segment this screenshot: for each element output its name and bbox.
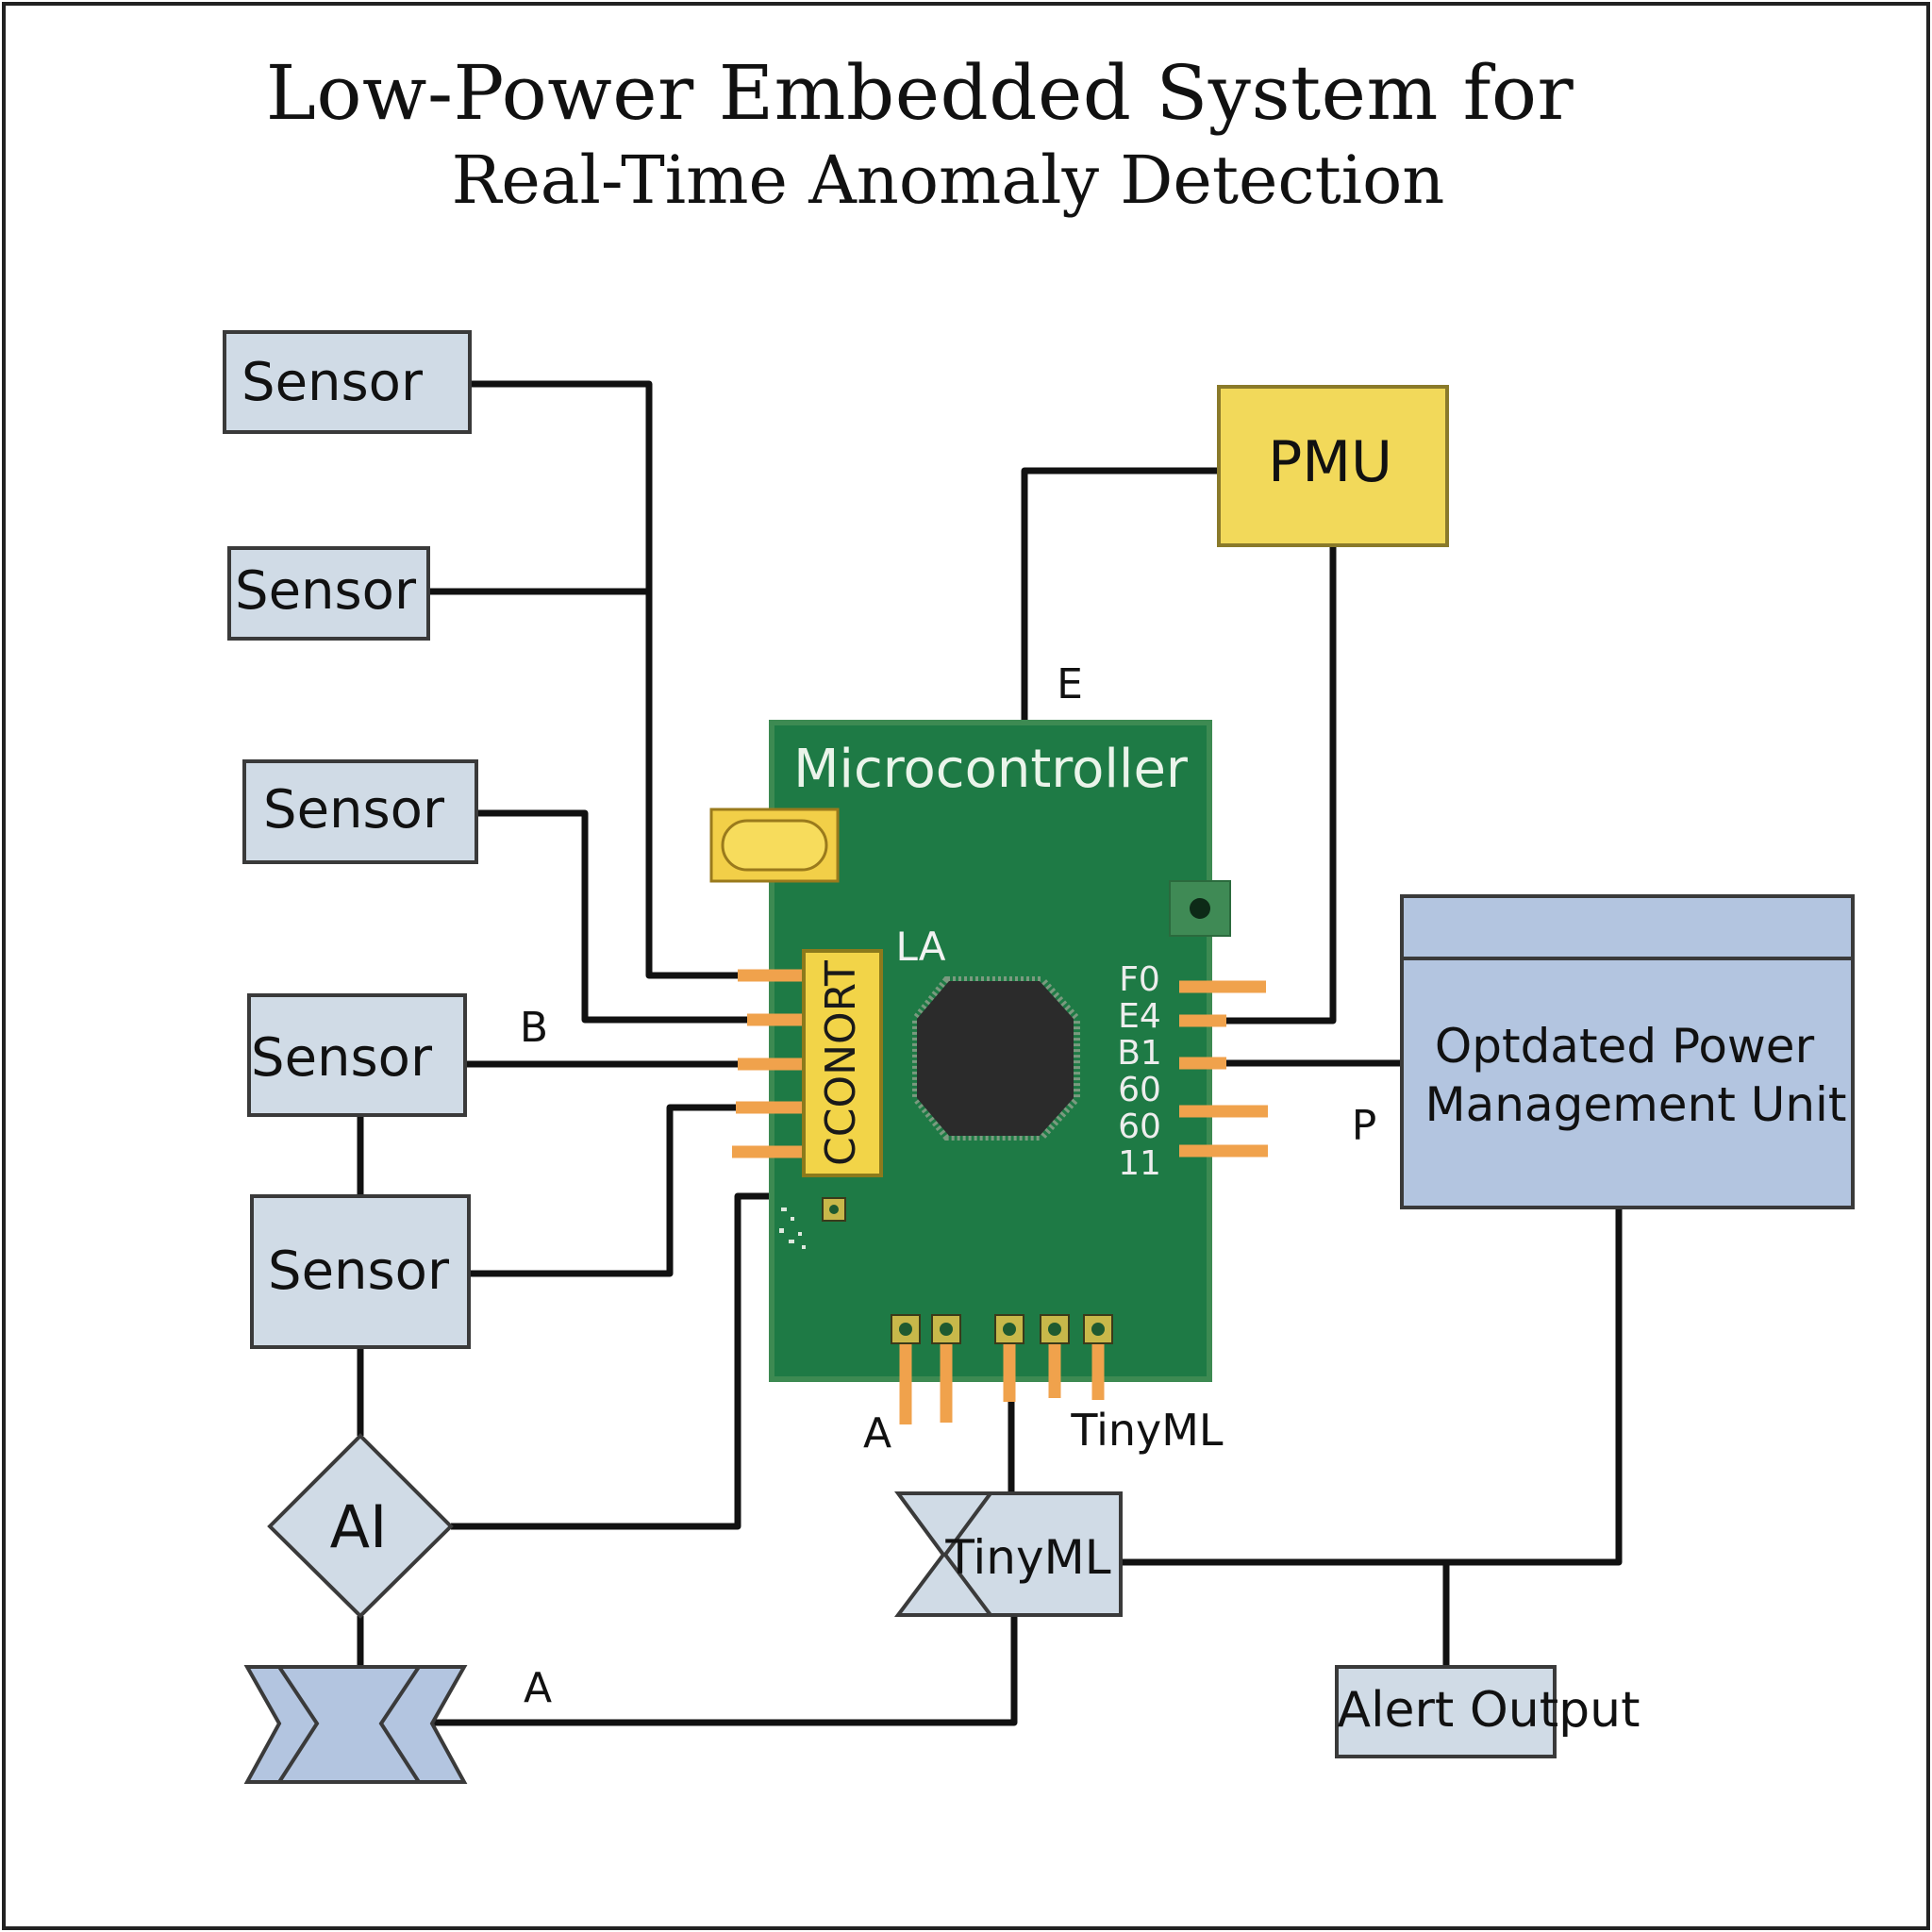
wire-label-a-lower: A [524, 1664, 552, 1712]
small-pad-icon [822, 1197, 846, 1222]
sensor-3: Sensor [242, 759, 478, 864]
left-pins [732, 969, 802, 1158]
sensor-3-label: Sensor [263, 779, 445, 841]
microcontroller-label: Microcontroller [793, 739, 1189, 800]
alert-output-box: Alert Output [1335, 1665, 1641, 1758]
power-unit-label-1: Optdated Power [1435, 1019, 1815, 1074]
wire-label-tinyml-pins: TinyML [1070, 1405, 1224, 1456]
sensor-5: Sensor [250, 1194, 471, 1349]
wire-label-a-pins: A [863, 1409, 891, 1457]
bottom-pins [891, 1314, 1113, 1424]
pin-label: 60 [1118, 1108, 1161, 1146]
smd-dots [779, 1208, 806, 1249]
wire-label-b: B [520, 1004, 548, 1052]
wire-label-e: E [1057, 660, 1083, 708]
microcontroller-board: Microcontroller CCONORT LA [709, 720, 1268, 1424]
pin-label: E4 [1118, 997, 1161, 1036]
alert-output-label: Alert Output [1338, 1682, 1641, 1739]
crystal-icon [709, 808, 840, 883]
cpu-chip-icon [912, 976, 1080, 1141]
diagram-title-line-2: Real-Time Anomaly Detection [451, 142, 1445, 219]
wire-hourglass [432, 1615, 1018, 1726]
wire-label-p: P [1352, 1102, 1377, 1150]
pin-label: F0 [1119, 960, 1160, 999]
right-pins [1179, 980, 1268, 1158]
sensor-4: Sensor [247, 993, 467, 1117]
pmu-label: PMU [1268, 429, 1392, 495]
wire-ai [451, 1192, 769, 1530]
sensor-1: Sensor [223, 330, 472, 434]
ai-decision: AI [267, 1433, 454, 1619]
wire-sensor3 [477, 809, 755, 1024]
sensor-2: Sensor [227, 546, 430, 641]
diagram-title-line-1: Low-Power Embedded System for [265, 49, 1574, 137]
wire-pmu-e [1021, 467, 1219, 723]
tinyml-block-label: TinyML [944, 1530, 1110, 1585]
sensor-5-label: Sensor [268, 1241, 450, 1302]
bowtie-icon [243, 1665, 468, 1784]
connector-block: CCONORT [802, 949, 883, 1177]
wire-sensor5 [470, 1104, 747, 1277]
wire-pmu-pin [1226, 547, 1337, 1024]
tinyml-block: TinyML [894, 1491, 1123, 1617]
wires [357, 380, 1623, 1726]
sensor-4-label: Sensor [251, 1027, 433, 1089]
pin-label: 11 [1118, 1144, 1161, 1183]
led-icon [1169, 880, 1231, 937]
sensor-1-label: Sensor [242, 352, 424, 413]
wire-sensor1 [470, 380, 745, 979]
pin-label-list: F0 E4 B1 60 60 11 [1117, 960, 1162, 1183]
pin-label: B1 [1117, 1034, 1162, 1073]
power-management-unit: Optdated Power Management Unit [1400, 894, 1855, 1209]
wire-tinyml-out [1121, 1208, 1623, 1566]
la-label: LA [895, 924, 945, 970]
pmu-box: PMU [1217, 385, 1449, 547]
power-unit-label-2: Management Unit [1424, 1077, 1846, 1132]
connector-label: CCONORT [817, 960, 865, 1166]
pin-label: 60 [1118, 1071, 1161, 1109]
ai-label: AI [330, 1492, 388, 1561]
sensor-2-label: Sensor [235, 560, 417, 622]
